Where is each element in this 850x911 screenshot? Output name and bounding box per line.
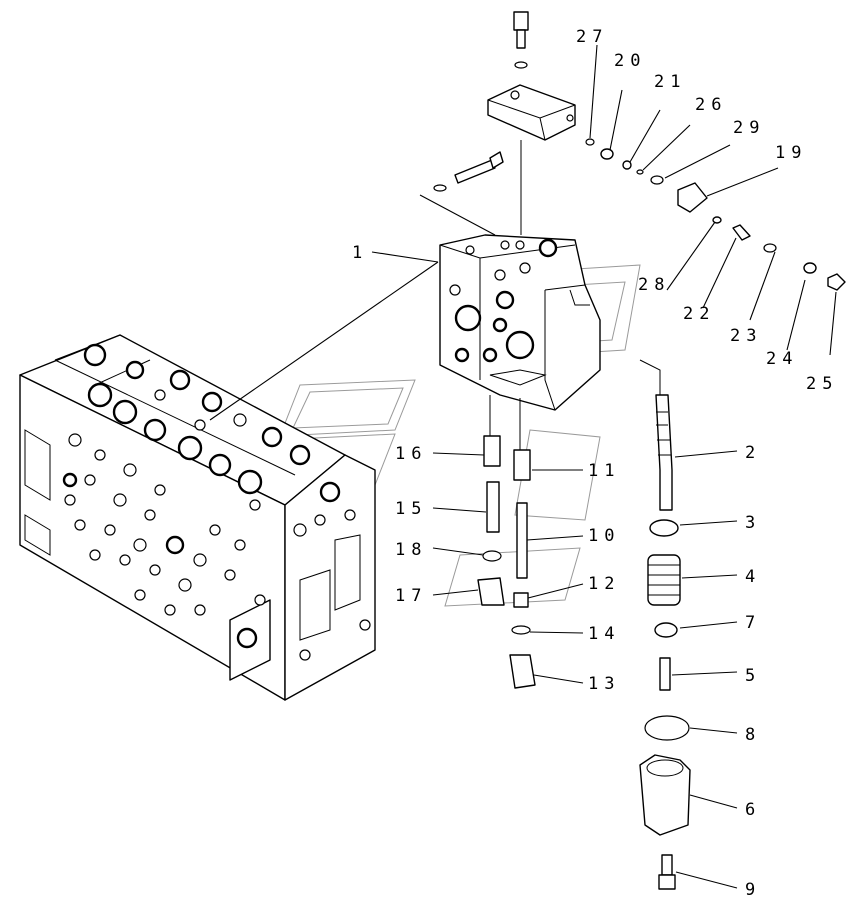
callout-24: 24 [766,349,798,369]
callout-27: 27 [576,27,608,47]
callout-22: 22 [683,304,715,324]
callout-16: 16 [395,444,427,464]
spool-and-plug-parts [477,395,536,689]
callout-29: 29 [733,118,765,138]
callout-13: 13 [588,674,620,694]
leader-lines [209,44,837,889]
callout-21: 21 [654,72,686,92]
callout-9: 9 [745,880,761,900]
main-spool-parts [639,359,691,890]
callout-8: 8 [745,725,761,745]
side-bolt [419,151,504,236]
callout-19: 19 [775,143,807,163]
callout-2: 2 [745,443,761,463]
callout-23: 23 [730,326,762,346]
callout-7: 7 [745,613,761,633]
callout-10: 10 [588,526,620,546]
callout-18: 18 [395,540,427,560]
callout-1: 1 [352,243,368,263]
callout-17: 17 [395,586,427,606]
callout-11: 11 [588,461,620,481]
relief-valve-parts [585,138,846,291]
callout-labels: 1 2 3 4 5 6 7 8 9 10 11 12 13 14 15 16 1… [352,27,838,900]
callout-3: 3 [745,513,761,533]
callout-12: 12 [588,574,620,594]
callout-6: 6 [745,800,761,820]
callout-28: 28 [638,275,670,295]
callout-26: 26 [695,95,727,115]
callout-15: 15 [395,499,427,519]
top-cover-plate [487,11,576,235]
callout-25: 25 [806,374,838,394]
section-body-part [439,234,601,411]
callout-4: 4 [745,567,761,587]
callout-14: 14 [588,624,620,644]
valve-block-assembly [19,334,376,701]
callout-20: 20 [614,51,646,71]
callout-5: 5 [745,666,761,686]
